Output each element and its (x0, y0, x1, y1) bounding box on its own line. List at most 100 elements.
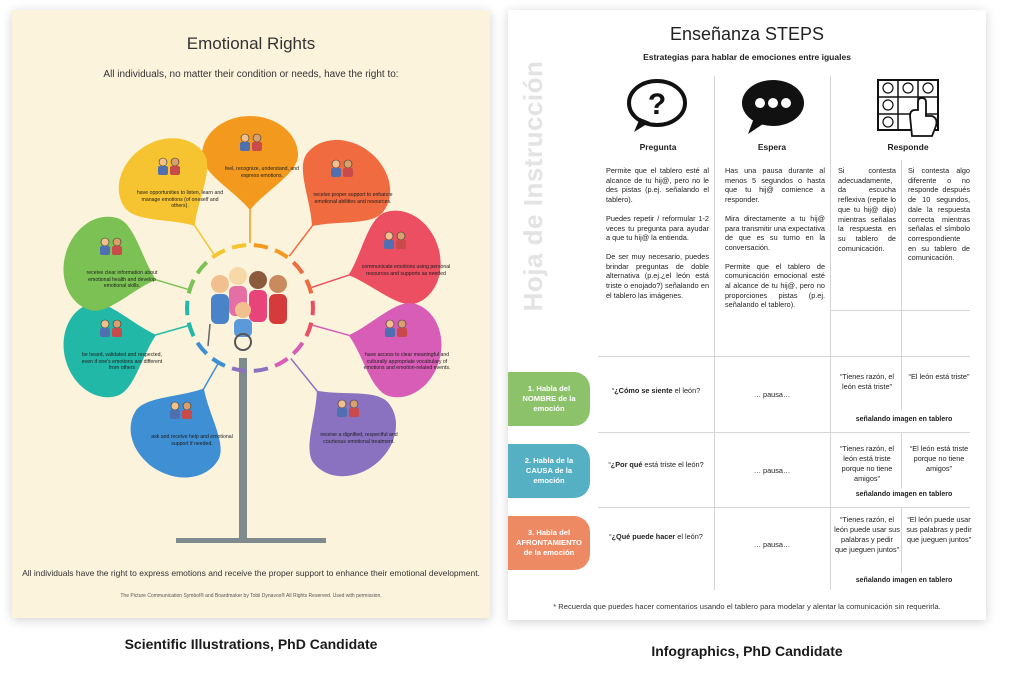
petal-connector (290, 358, 322, 396)
heard-person-icon (100, 319, 122, 337)
stand-base (176, 538, 326, 543)
sheet-subtitle: Estrategias para hablar de emociones ent… (643, 52, 851, 62)
right-text: receive proper support to enhance emotio… (313, 192, 393, 205)
column-head-responde: Responde (887, 142, 929, 152)
espera-paragraph: Has una pausa durante al menos 5 segundo… (725, 166, 825, 205)
row-response-a-causa: “Tienes razón, el león está triste porqu… (839, 444, 895, 483)
teacher-icon (158, 157, 180, 175)
help-swimmer-icon (170, 401, 192, 419)
column-head-pregunta: Pregunta (639, 142, 677, 152)
question-speech-bubble-icon: ? (627, 79, 687, 132)
person-emotions-icon (240, 133, 262, 151)
row-note-causa: señalando imagen en tablero (855, 491, 953, 498)
divider (901, 160, 902, 356)
pointing-at-board-icon (877, 79, 939, 137)
right-petal (202, 116, 298, 210)
row-response-b-causa: “El león está triste porque no tiene ami… (909, 444, 969, 473)
row-divider (598, 432, 970, 433)
row-pause-afrontamiento: … pausa… (753, 540, 791, 549)
divider (901, 356, 902, 410)
communication-board-icon (384, 231, 406, 249)
row-note-afrontamiento: señalando imagen en tablero (855, 577, 953, 584)
right-petal (118, 138, 208, 226)
poster-footer: All individuals have the right to expres… (22, 568, 480, 578)
row-response-b-afrontamiento: “El león puede usar sus palabras y pedir… (906, 515, 972, 544)
petal-connector (312, 324, 355, 338)
stand-stem (239, 358, 247, 540)
row-divider (598, 356, 970, 357)
ring-segment (195, 341, 209, 356)
ring-segment (274, 248, 289, 260)
right-petal (63, 216, 156, 311)
row-label-causa: 2. Habla de la CAUSA de la emoción (508, 444, 590, 498)
divider (830, 76, 831, 356)
right-text: be heard, validated and respected, even … (81, 352, 163, 372)
ring-segment (291, 260, 305, 275)
row-response-b-nombre: “El león está triste” (908, 372, 970, 381)
divider (714, 76, 715, 356)
petal-connector (288, 221, 317, 257)
pregunta-paragraph: De ser muy necesario, puedes brindar pre… (606, 251, 709, 300)
poster-subtitle: All individuals, no matter their conditi… (103, 69, 399, 80)
right-text: feel, recognize, understand, and express… (224, 166, 300, 179)
right-petal (309, 390, 397, 477)
ring-segment (253, 243, 269, 250)
row-response-a-afrontamiento: “Tienes razón, el león puede usar sus pa… (834, 515, 900, 554)
ring-segment (186, 322, 196, 338)
sheet-title: Enseñanza STEPS (669, 24, 825, 44)
steps-instruction-sheet: Enseñanza STEPS Estrategias para hablar … (508, 10, 986, 620)
right-text: have opportunities to listen, learn and … (136, 190, 224, 210)
ring-segment (231, 366, 247, 373)
right-petal (63, 303, 157, 398)
ring-segment (211, 248, 226, 260)
row-question-afrontamiento: “¿Qué puede hacer el león? (609, 532, 703, 541)
right-text: communicate emotions using personal reso… (361, 264, 451, 277)
sheet-footnote: * Recuerda que puedes hacer comentarios … (553, 602, 941, 611)
right-petal (130, 388, 221, 478)
column-head-espera: Espera (757, 142, 787, 152)
petal-connector (190, 220, 215, 255)
two-people-icon (331, 159, 353, 177)
row-label-afrontamiento: 3. Habla del AFRONTAMIENTO de la emoción (508, 516, 590, 570)
right-petal (302, 139, 391, 227)
row-question-nombre: “¿Cómo se siente el león? (611, 386, 701, 395)
ring-segment (253, 366, 269, 373)
row-divider (598, 507, 970, 508)
pregunta-paragraph: Permite que el tablero esté al alcance d… (606, 166, 709, 205)
emotional-rights-poster: Emotional Rights All individuals, no mat… (12, 10, 490, 618)
right-text: have access to clear meaningful and cult… (363, 352, 451, 372)
divider (830, 356, 831, 590)
ring-segment (304, 278, 314, 294)
right-text: receive clear information about emotiona… (86, 270, 158, 290)
espera-paragraph: Permite que el tablero de comunicación e… (725, 261, 825, 310)
pregunta-instructions: Permite que el tablero esté al alcance d… (606, 166, 709, 309)
svg-text:?: ? (648, 88, 666, 121)
ring-segment (274, 356, 289, 368)
divider (714, 356, 715, 590)
divider (901, 432, 902, 488)
row-pause-causa: … pausa… (753, 466, 791, 475)
caption-left: Scientific Illustrations, PhD Candidate (124, 636, 378, 652)
petal-connector (150, 325, 188, 338)
two-faces-icon (100, 237, 122, 255)
ring-segment (231, 243, 247, 250)
right-text: ask and receive help and emotional suppo… (151, 434, 233, 447)
right-text: receive a dignified, respectful and cour… (320, 432, 398, 445)
ring-segment (195, 260, 209, 275)
row-label-nombre: 1. Habla del NOMBRE de la emoción (508, 372, 590, 426)
row-note-nombre: señalando imagen en tablero (855, 416, 953, 423)
espera-paragraph: Mira directamente a tu hij@ para transmi… (725, 213, 825, 252)
ring-segment (304, 322, 314, 338)
people-group-icon (207, 267, 287, 351)
divider (830, 310, 970, 311)
espera-instructions: Has una pausa durante al menos 5 segundo… (725, 166, 825, 319)
poster-credit: The Picture Communication Symbol® and Bo… (120, 593, 382, 599)
right-petal (348, 210, 441, 305)
vocabulary-faces-icon (385, 319, 407, 337)
right-petal (348, 303, 442, 398)
row-response-a-nombre: “Tienes razón, el león está triste” (839, 372, 895, 391)
sheet-side-label: Hoja de Instrucción (518, 60, 548, 312)
row-pause-nombre: … pausa… (753, 390, 791, 399)
ellipsis-speech-bubble-icon (742, 80, 804, 134)
rights-flower-illustration (63, 116, 442, 543)
